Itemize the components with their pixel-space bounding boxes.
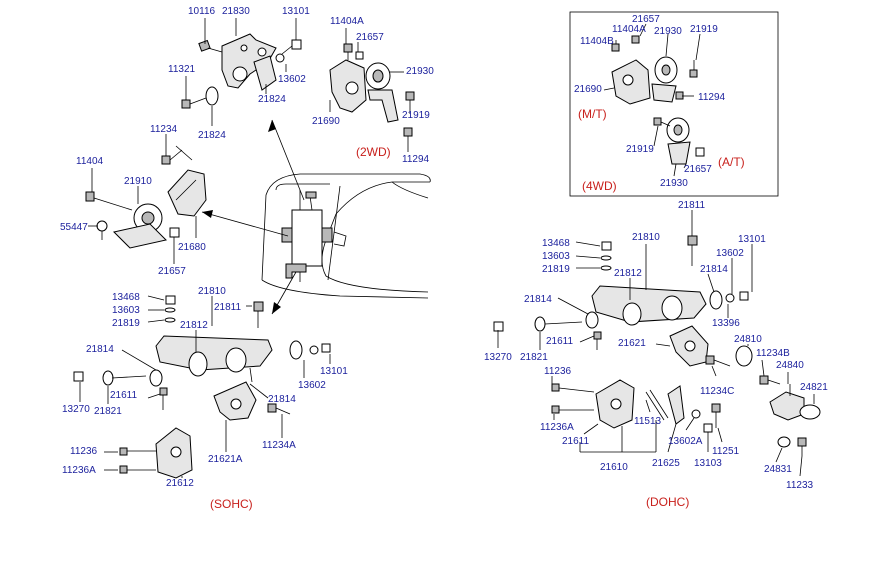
label-sohc-21819: 21819 [112, 318, 140, 329]
label-4wd-21690: 21690 [574, 84, 602, 95]
label-sohc-21814-b: 21814 [268, 394, 296, 405]
caption-at: (A/T) [718, 155, 745, 169]
label-55447: 55447 [60, 222, 88, 233]
label-21910: 21910 [124, 176, 152, 187]
caption-mt: (M/T) [578, 107, 607, 121]
label-sohc-21621a: 21621A [208, 454, 243, 465]
label-4wd-11294: 11294 [698, 92, 726, 103]
label-21930-top: 21930 [406, 66, 434, 77]
label-dohc-11513: 11513 [634, 416, 662, 427]
label-sohc-11236: 11236 [70, 446, 98, 457]
label-dohc-13270: 13270 [484, 352, 512, 363]
dohc-cluster [493, 235, 821, 456]
label-21680: 21680 [178, 242, 206, 253]
label-13101-top: 13101 [282, 6, 310, 17]
label-dohc-13602: 13602 [716, 248, 744, 259]
label-sohc-21611: 21611 [110, 390, 138, 401]
label-11234: 11234 [150, 124, 178, 135]
label-dohc-13602a: 13602A [668, 436, 703, 447]
label-dohc-21811: 21811 [678, 200, 706, 211]
label-dohc-21611-a: 21611 [546, 336, 574, 347]
label-21824-a: 21824 [258, 94, 286, 105]
label-11321: 11321 [168, 64, 196, 75]
label-4wd-11404a: 11404A [612, 24, 646, 35]
label-4wd-11404b: 11404B [580, 36, 614, 47]
label-dohc-13603: 13603 [542, 251, 570, 262]
label-dohc-11234b: 11234B [756, 348, 790, 359]
caption-4wd: (4WD) [582, 179, 617, 193]
label-dohc-24810: 24810 [734, 334, 762, 345]
label-dohc-11236: 11236 [544, 366, 572, 377]
label-dohc-13396: 13396 [712, 318, 740, 329]
label-dohc-21821: 21821 [520, 352, 548, 363]
caption-dohc: (DOHC) [646, 495, 689, 509]
label-dohc-21625: 21625 [652, 458, 680, 469]
label-dohc-11233: 11233 [786, 480, 814, 491]
label-21824-b: 21824 [198, 130, 226, 141]
label-sohc-13468: 13468 [112, 292, 140, 303]
label-dohc-24831: 24831 [764, 464, 792, 475]
pointer-arrows [201, 119, 305, 315]
label-21657-left: 21657 [158, 266, 186, 277]
label-dohc-21819: 21819 [542, 264, 570, 275]
label-sohc-11236a: 11236A [62, 465, 96, 476]
label-11404a-top: 11404A [330, 16, 364, 27]
label-dohc-11251: 11251 [712, 446, 740, 457]
four-wd-detail-box [569, 11, 779, 197]
four-wd-parts [611, 35, 705, 165]
label-21830: 21830 [222, 6, 250, 17]
label-4wd-21930-b: 21930 [660, 178, 688, 189]
label-sohc-21812: 21812 [180, 320, 208, 331]
label-dohc-24821: 24821 [800, 382, 828, 393]
label-dohc-21814-b: 21814 [524, 294, 552, 305]
upper-mount-cluster [181, 33, 415, 146]
label-21690-top: 21690 [312, 116, 340, 127]
label-dohc-21814-a: 21814 [700, 264, 728, 275]
leader-lines [79, 18, 815, 478]
label-dohc-21810: 21810 [632, 232, 660, 243]
label-dohc-21621: 21621 [618, 338, 646, 349]
label-dohc-21812: 21812 [614, 268, 642, 279]
label-sohc-13270: 13270 [62, 404, 90, 415]
label-sohc-21814-a: 21814 [86, 344, 114, 355]
part-labels: 10116 21830 13101 11404A 21657 21930 113… [60, 6, 828, 511]
label-dohc-21611-b: 21611 [562, 436, 590, 447]
label-21919-top: 21919 [402, 110, 430, 121]
label-sohc-21612: 21612 [166, 478, 194, 489]
caption-2wd: (2WD) [356, 145, 391, 159]
caption-sohc: (SOHC) [210, 497, 253, 511]
label-4wd-21657: 21657 [632, 14, 660, 25]
label-sohc-21811: 21811 [214, 302, 242, 313]
label-11294-top: 11294 [402, 154, 430, 165]
label-10116: 10116 [188, 6, 216, 17]
left-mount-cluster [85, 145, 207, 249]
label-11404: 11404 [76, 156, 104, 167]
label-13602-top: 13602 [278, 74, 306, 85]
label-4wd-21919-a: 21919 [690, 24, 718, 35]
label-sohc-11234a: 11234A [262, 440, 296, 451]
label-21657-top: 21657 [356, 32, 384, 43]
label-sohc-13602: 13602 [298, 380, 326, 391]
label-4wd-21930: 21930 [654, 26, 682, 37]
label-4wd-21657-b: 21657 [684, 164, 712, 175]
label-dohc-13103: 13103 [694, 458, 722, 469]
label-dohc-11234c: 11234C [700, 386, 734, 397]
label-sohc-21810: 21810 [198, 286, 226, 297]
sohc-cluster [73, 295, 331, 479]
label-sohc-13101: 13101 [320, 366, 348, 377]
label-dohc-24840: 24840 [776, 360, 804, 371]
label-dohc-13101: 13101 [738, 234, 766, 245]
label-dohc-13468: 13468 [542, 238, 570, 249]
label-sohc-13603: 13603 [112, 305, 140, 316]
label-dohc-11236a: 11236A [540, 422, 574, 433]
label-4wd-21919-b: 21919 [626, 144, 654, 155]
label-dohc-21610: 21610 [600, 462, 628, 473]
car-outline-drawing [261, 173, 431, 299]
label-sohc-21821: 21821 [94, 406, 122, 417]
